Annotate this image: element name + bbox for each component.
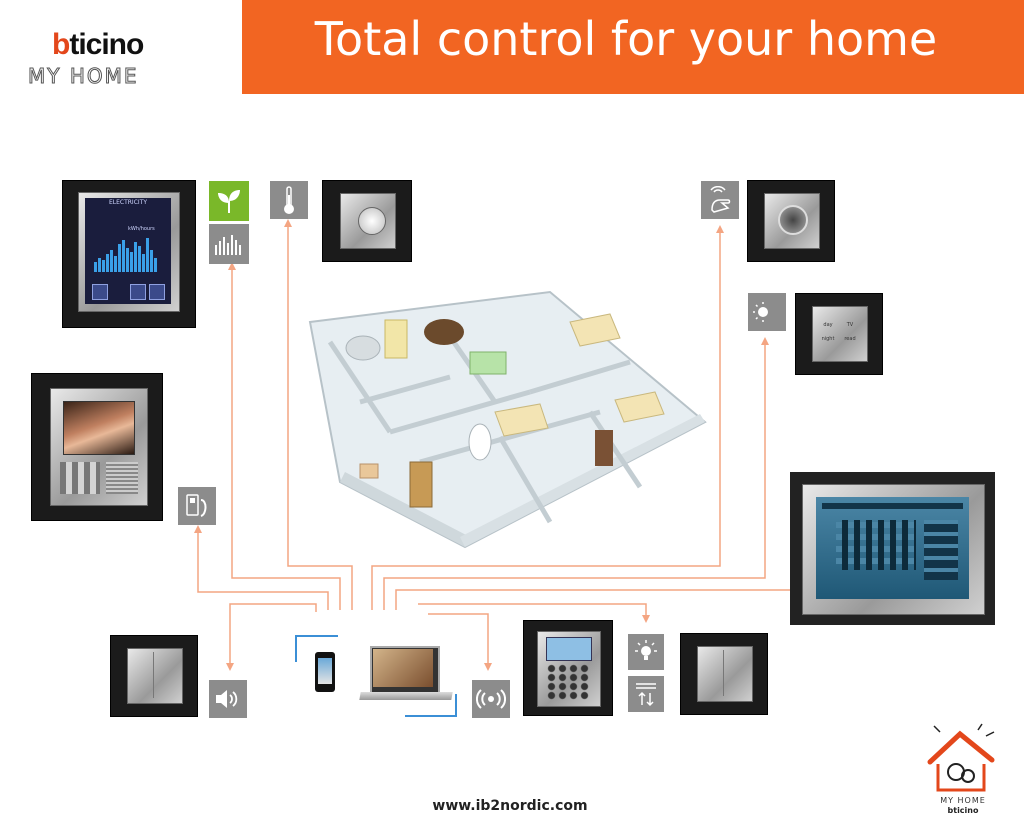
- intercom-icon: [178, 487, 216, 525]
- headline: Total control for your home: [314, 12, 938, 66]
- brand-logo: bticino: [52, 28, 144, 62]
- website-url[interactable]: www.ib2nordic.com: [432, 798, 588, 814]
- screen-menu-button[interactable]: [149, 284, 165, 300]
- header-banner: [242, 0, 1024, 94]
- thermostat-dial[interactable]: [358, 207, 386, 235]
- intercom-video-screen: [63, 401, 135, 455]
- intercom-speaker-grille: [106, 462, 138, 494]
- light-bulb-icon: [628, 634, 664, 670]
- speaker-icon: [209, 680, 247, 718]
- touchscreen-icon-grid[interactable]: [836, 520, 916, 570]
- switch-left-plate[interactable]: [127, 648, 183, 704]
- alarm-display: [546, 637, 592, 661]
- screen-title: ELECTRICITY: [108, 199, 147, 206]
- shutter-icon: [628, 676, 664, 712]
- switch-left-divider: [153, 652, 154, 698]
- brand-b: b: [52, 28, 70, 61]
- motion-sensor-lens: [778, 205, 808, 235]
- intercom-keypad[interactable]: [60, 462, 100, 494]
- logo-brand: bticino: [947, 806, 979, 815]
- touchscreen-side-menu[interactable]: [924, 520, 958, 580]
- subbrand-logo: MY HOME: [28, 64, 139, 89]
- floor-plan: [308, 290, 707, 549]
- leaf-icon: [209, 181, 249, 221]
- switch-right-divider: [723, 650, 724, 696]
- laptop-display: [373, 649, 433, 687]
- logo-box: [0, 0, 240, 94]
- alarm-keypad[interactable]: [546, 664, 590, 700]
- laptop-base: [359, 692, 453, 700]
- sun-moon-icon: [748, 293, 786, 331]
- myhome-house-logo: [927, 723, 995, 792]
- touchscreen-status-bar: [822, 503, 963, 509]
- scenario-panel-plate: [812, 306, 868, 362]
- scenario-label-day[interactable]: day: [823, 322, 833, 328]
- broadcast-icon: [472, 680, 510, 718]
- hand-sensor-icon: [701, 181, 739, 219]
- screen-page-button[interactable]: [130, 284, 146, 300]
- scenario-label-tv[interactable]: TV: [846, 322, 854, 328]
- thermometer-icon: [270, 181, 308, 219]
- energy-bar-chart: [94, 238, 157, 272]
- brand-text: ticino: [69, 28, 144, 61]
- scenario-label-night[interactable]: night: [821, 336, 835, 342]
- logo-caption: MY HOME: [940, 796, 986, 805]
- screen-back-button[interactable]: [92, 284, 108, 300]
- bar-chart-icon: [209, 224, 249, 264]
- smartphone-screen: [318, 658, 332, 684]
- switch-right-plate[interactable]: [697, 646, 753, 702]
- scenario-label-read[interactable]: read: [844, 336, 856, 342]
- screen-unit: kWh/hours: [128, 226, 155, 232]
